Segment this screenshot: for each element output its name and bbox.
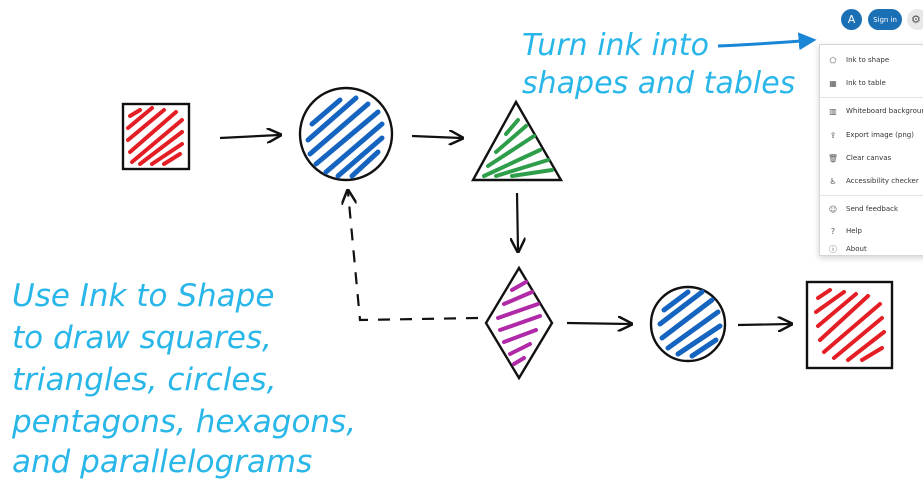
annotation-left-line-5: and parallelograms (12, 444, 312, 480)
export-icon: ⇪ (829, 130, 837, 140)
ink-shape-icon: ⬠ (829, 55, 837, 65)
blue-circle-shape[interactable] (298, 86, 394, 182)
menu-item-accessibility-checker[interactable]: ♿ Accessibility checker (820, 170, 923, 192)
menu-divider (820, 97, 923, 98)
blue-circle-shape-2[interactable] (649, 285, 727, 363)
flow-arrow-5 (737, 324, 790, 325)
red-square-shape-2[interactable] (805, 280, 894, 370)
green-triangle-shape[interactable] (470, 99, 564, 182)
menu-item-ink-to-shape[interactable]: ⬠ Ink to shape (820, 49, 923, 71)
menu-item-label: Clear canvas (846, 154, 892, 162)
dashed-loop-arrow (348, 192, 479, 322)
annotation-left-line-3: triangles, circles, (12, 362, 277, 398)
trash-icon: 🗑 (827, 153, 839, 163)
person-icon: A (847, 13, 856, 26)
menu-divider (820, 195, 923, 196)
settings-menu: ⬠ Ink to shape ▦ Ink to table ▥ Whiteboa… (819, 44, 923, 256)
menu-item-label: Help (846, 227, 862, 235)
annotation-left-line-2: to draw squares, (12, 320, 272, 356)
table-icon: ▦ (829, 78, 837, 88)
menu-item-label: About (846, 245, 867, 253)
flow-arrow-3 (517, 192, 518, 250)
settings-button[interactable]: ⚙ (907, 9, 923, 30)
gear-icon: ⚙ (911, 13, 921, 26)
annotation-left-line-4: pentagons, hexagons, (11, 404, 356, 440)
flow-arrow-1 (219, 135, 279, 138)
annotation-top-line-1: Turn ink into (522, 28, 709, 63)
sign-in-button[interactable]: Sign in (868, 9, 902, 30)
purple-diamond-shape[interactable] (484, 265, 554, 381)
help-icon: ? (830, 226, 836, 236)
flow-arrow-4 (566, 323, 630, 324)
menu-item-label: Accessibility checker (846, 177, 919, 185)
menu-item-clear-canvas[interactable]: 🗑 Clear canvas (820, 147, 923, 169)
menu-item-label: Ink to shape (846, 56, 890, 64)
feedback-icon: ☺ (828, 204, 838, 214)
annotation-top-line-2: shapes and tables (522, 66, 795, 101)
menu-item-send-feedback[interactable]: ☺ Send feedback (820, 198, 923, 220)
menu-item-label: Export image (png) (846, 131, 914, 139)
menu-item-label: Whiteboard background (846, 107, 923, 115)
menu-item-ink-to-table[interactable]: ▦ Ink to table (820, 72, 923, 94)
menu-item-label: Send feedback (846, 205, 899, 213)
menu-item-label: Ink to table (846, 79, 886, 87)
menu-item-export-image[interactable]: ⇪ Export image (png) (820, 124, 923, 146)
background-icon: ▥ (829, 106, 837, 116)
menu-item-help[interactable]: ? Help (820, 220, 923, 242)
profile-avatar-button[interactable]: A (841, 9, 862, 30)
accessibility-icon: ♿ (829, 176, 837, 186)
info-icon: ⓘ (829, 244, 837, 254)
annotation-pointer-arrow (717, 32, 817, 51)
flow-arrow-2 (411, 136, 461, 138)
menu-item-about[interactable]: ⓘ About (820, 238, 923, 260)
red-square-shape[interactable] (121, 102, 191, 171)
annotation-left-line-1: Use Ink to Shape (12, 278, 274, 314)
menu-item-whiteboard-background[interactable]: ▥ Whiteboard background (820, 100, 923, 122)
